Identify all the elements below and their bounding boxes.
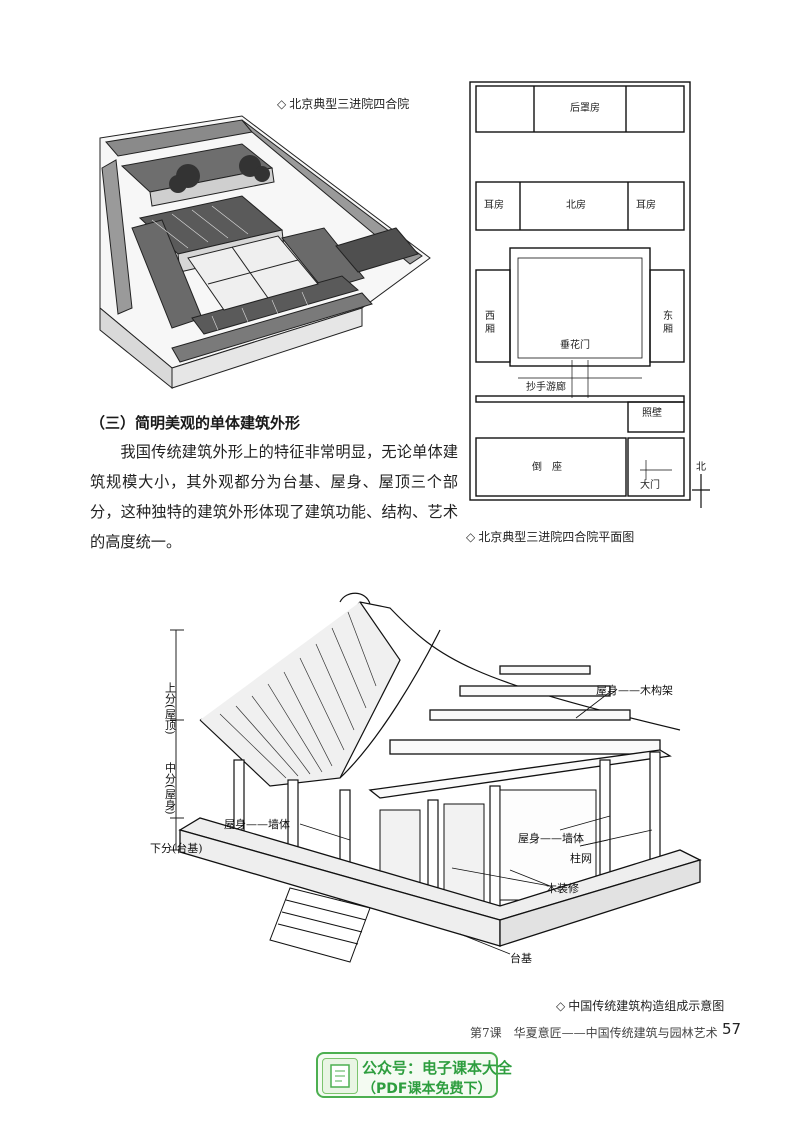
watermark-line2: （PDF课本免费下） [362, 1081, 492, 1097]
label-body-wall-right: 屋身——墙体 [518, 831, 584, 845]
plan-label-corridor: 抄手游廊 [526, 380, 566, 393]
plan-label-back-room: 后罩房 [570, 101, 600, 114]
plan-label-north-arrow: 北 [696, 461, 706, 473]
footer-lesson-title: 第7课 华夏意匠——中国传统建筑与园林艺术 [470, 1026, 718, 1040]
building-structure-diagram: 上分(屋顶) 中分(屋身) 下分(台基) 屋身——墙体 屋身——木构架 屋身——… [150, 592, 702, 965]
plan-label-flower-gate: 垂花门 [560, 338, 590, 351]
label-lower-part: 下分(台基) [150, 841, 203, 855]
label-wood-decoration: 木装修 [546, 881, 579, 895]
book-logo-icon [322, 1058, 358, 1094]
plan-label-west-wing: 西 厢 [483, 310, 495, 334]
north-arrow-icon [692, 474, 710, 508]
plan-label-north-room: 北房 [566, 198, 586, 211]
body-paragraph: 我国传统建筑外形上的特征非常明显，无论单体建筑规模大小，其外观都分为台基、屋身、… [90, 443, 458, 551]
label-platform: 台基 [510, 951, 532, 965]
plan-label-main-gate: 大门 [640, 478, 660, 491]
plan-label-south-room: 倒 座 [532, 460, 562, 473]
plan-label-ear-room-right: 耳房 [636, 198, 656, 211]
plan-label-east-wing: 东 厢 [661, 309, 673, 334]
watermark-banner: 公众号：电子课本大全 （PDF课本免费下） [316, 1052, 512, 1098]
plan-caption: ◇北京典型三进院四合院平面图 [466, 530, 635, 544]
caption-mark: ◇ [556, 999, 566, 1013]
label-body-wall-left: 屋身——墙体 [224, 817, 290, 831]
aerial-courtyard-illustration [99, 115, 431, 390]
plan-label-ear-room-left: 耳房 [484, 198, 504, 211]
watermark-line1: 公众号：电子课本大全 [362, 1059, 513, 1077]
structure-caption: ◇中国传统建筑构造组成示意图 [556, 999, 725, 1013]
label-middle-part: 中分(屋身) [164, 762, 177, 815]
plan-label-screen-wall: 照壁 [642, 406, 662, 419]
courtyard-floor-plan: 后罩房 北房 耳房 耳房 西 厢 东 厢 垂花门 抄手游廊 照壁 倒 座 大门 … [469, 81, 710, 508]
section-heading: （三）简明美观的单体建筑外形 [90, 414, 301, 432]
label-upper-part: 上分(屋顶) [164, 682, 177, 735]
label-column-grid: 柱网 [570, 851, 592, 865]
caption-mark: ◇ [466, 530, 476, 544]
aerial-caption: ◇北京典型三进院四合院 [277, 97, 410, 111]
caption-mark: ◇ [277, 97, 287, 111]
label-body-frame: 屋身——木构架 [596, 683, 673, 697]
page-number: 57 [722, 1020, 742, 1038]
